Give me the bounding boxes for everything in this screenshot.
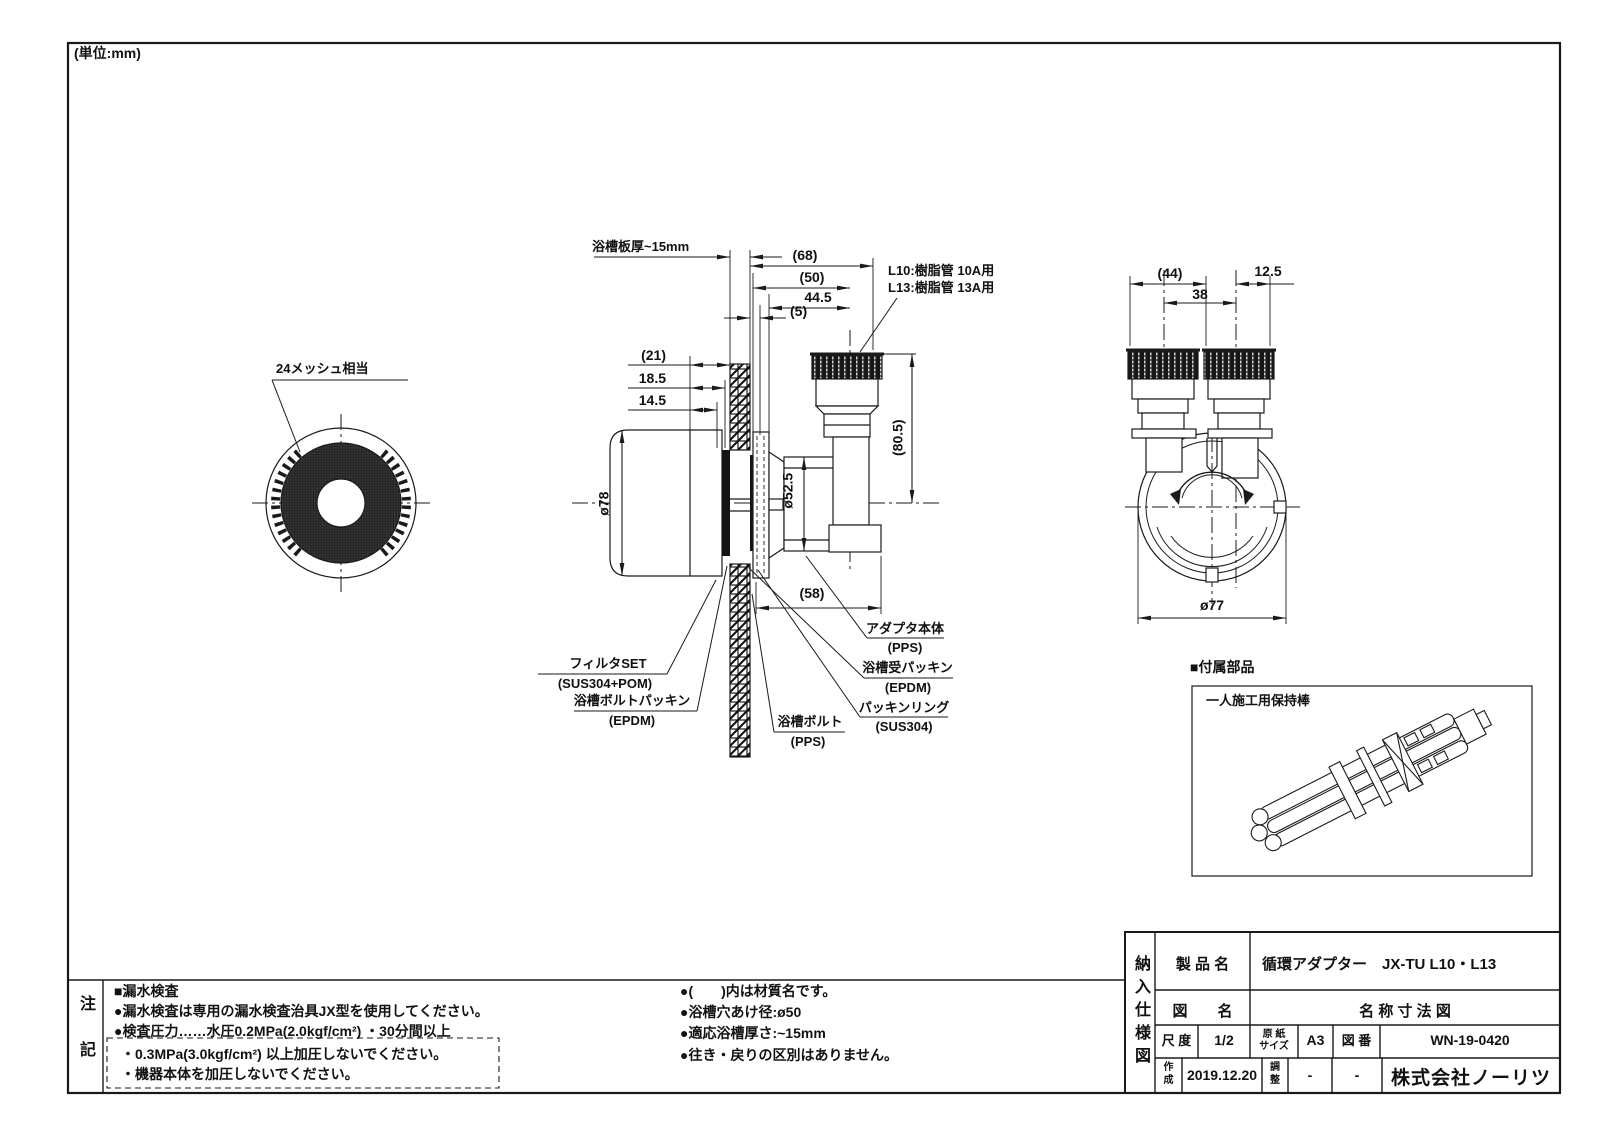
drawing-name-label: 図 名 [1172,1003,1233,1020]
extra-value: - [1354,1067,1360,1083]
part-packing-ring-material: (SUS304) [875,719,933,734]
dim-68: (68) [792,247,818,263]
adjust-label-line2: 整 [1270,1075,1280,1086]
note-material: ●( )内は材質名です。 [680,983,837,999]
scale-label: 尺 度 [1161,1033,1192,1048]
dim-80-5: (80.5) [889,419,906,456]
accessory-section-title: ■付属部品 [1190,659,1255,675]
part-tub-bolt-packing-name: 浴槽ボルトパッキン [573,693,691,708]
dim-14-5: 14.5 [638,392,666,408]
part-packing-ring-name: パッキンリング [858,700,950,715]
dim-21: (21) [641,347,666,363]
note-caution2: ・機器本体を加圧しないでください。 [121,1066,359,1082]
rear-view [1126,348,1287,583]
scale-value: 1/2 [1214,1032,1234,1048]
dim-58: (58) [799,585,825,601]
part-adapter-body-name: アダプタ本体 [865,621,944,636]
created-label-line2: 成 [1163,1075,1174,1086]
adjust-value: - [1307,1067,1313,1083]
part-tub-packing-name: 浴槽受パッキン [862,660,953,675]
note-wall-range: ●適応浴槽厚さ:~15mm [680,1025,826,1041]
product-name-label: 製 品 名 [1175,956,1230,973]
part-tub-bolt-name: 浴槽ボルト [777,714,843,729]
part-tub-bolt-material: (PPS) [790,734,826,749]
unit-note: (単位:mm) [74,45,141,61]
pipe-note-l13: L13:樹脂管 13A用 [888,280,995,295]
pipe-note-l10: L10:樹脂管 10A用 [888,263,995,278]
paper-size-label-line1: 原 紙 [1262,1029,1286,1040]
drawing-number-label: 図 番 [1341,1033,1372,1048]
dim-50: (50) [799,269,825,285]
accessory-box [1191,685,1533,877]
paper-size-value: A3 [1306,1032,1325,1048]
doc-type-strip: 納入仕様図 [1125,932,1155,1093]
product-name-value: 循環アダプター JX-TU L10・L13 [1262,956,1497,973]
part-adapter-body-material: (PPS) [887,640,923,655]
note-hole-dia: ●浴槽穴あけ径:ø50 [680,1004,802,1020]
part-filter-set-material: (SUS304+POM) [557,676,653,691]
part-tub-bolt-packing-material: (EPDM) [608,713,656,728]
note-caution1: ・0.3MPa(3.0kgf/cm²) 以上加圧しないでください。 [121,1046,448,1062]
sheet-border [66,41,1562,1095]
mesh-label: 24メッシュ相当 [276,361,369,376]
part-tub-packing-material: (EPDM) [884,680,932,695]
title-block-rules [1124,931,1561,1094]
adjust-label-line1: 調 [1270,1062,1280,1073]
dimension-lines [594,254,1294,621]
leader-lines [271,297,953,733]
dim-18-5: 18.5 [638,370,666,386]
dim-dia-52-5: ø52.5 [779,472,796,509]
dim-44: (44) [1157,265,1183,281]
dim-5: (5) [790,303,808,319]
dim-44-5: 44.5 [804,289,832,305]
notes-rules [69,979,1125,1092]
note-leak-line2: ●検査圧力……水圧0.2MPa(2.0kgf/cm²) ・30分間以上 [114,1023,451,1039]
company-logo: 株式会社ノーリツ [1390,1068,1551,1089]
dim-dia-78: ø78 [595,491,612,516]
notes-column-label-1: 注 [80,996,97,1013]
drawing-name-value: 名 称 寸 法 図 [1359,1003,1451,1020]
note-leak-heading: ■漏水検査 [114,983,179,999]
paper-size-label-line2: サイズ [1259,1041,1289,1052]
wall-thickness-note: 浴槽板厚~15mm [592,239,690,254]
note-flow-direction: ●往き・戻りの区別はありません。 [680,1047,899,1063]
section-view [609,352,884,758]
dim-12-5: 12.5 [1254,263,1282,279]
accessory-item-label: 一人施工用保持棒 [1206,693,1311,708]
note-leak-line1: ●漏水検査は専用の漏水検査治具JX型を使用してください。 [114,1003,489,1019]
part-filter-set-name: フィルタSET [569,656,647,671]
notes-column-label-2: 記 [80,1042,97,1059]
drawing-number-value: WN-19-0420 [1430,1032,1510,1048]
doc-type-label: 納入仕様図 [1132,955,1149,1070]
front-view-filter [265,427,417,579]
dim-38: 38 [1192,286,1208,302]
created-date-value: 2019.12.20 [1186,1067,1258,1083]
created-label-line1: 作 [1163,1062,1174,1073]
dim-dia-77: ø77 [1199,597,1225,613]
holding-rod-tool [1250,708,1493,852]
extension-lines [689,250,1287,624]
